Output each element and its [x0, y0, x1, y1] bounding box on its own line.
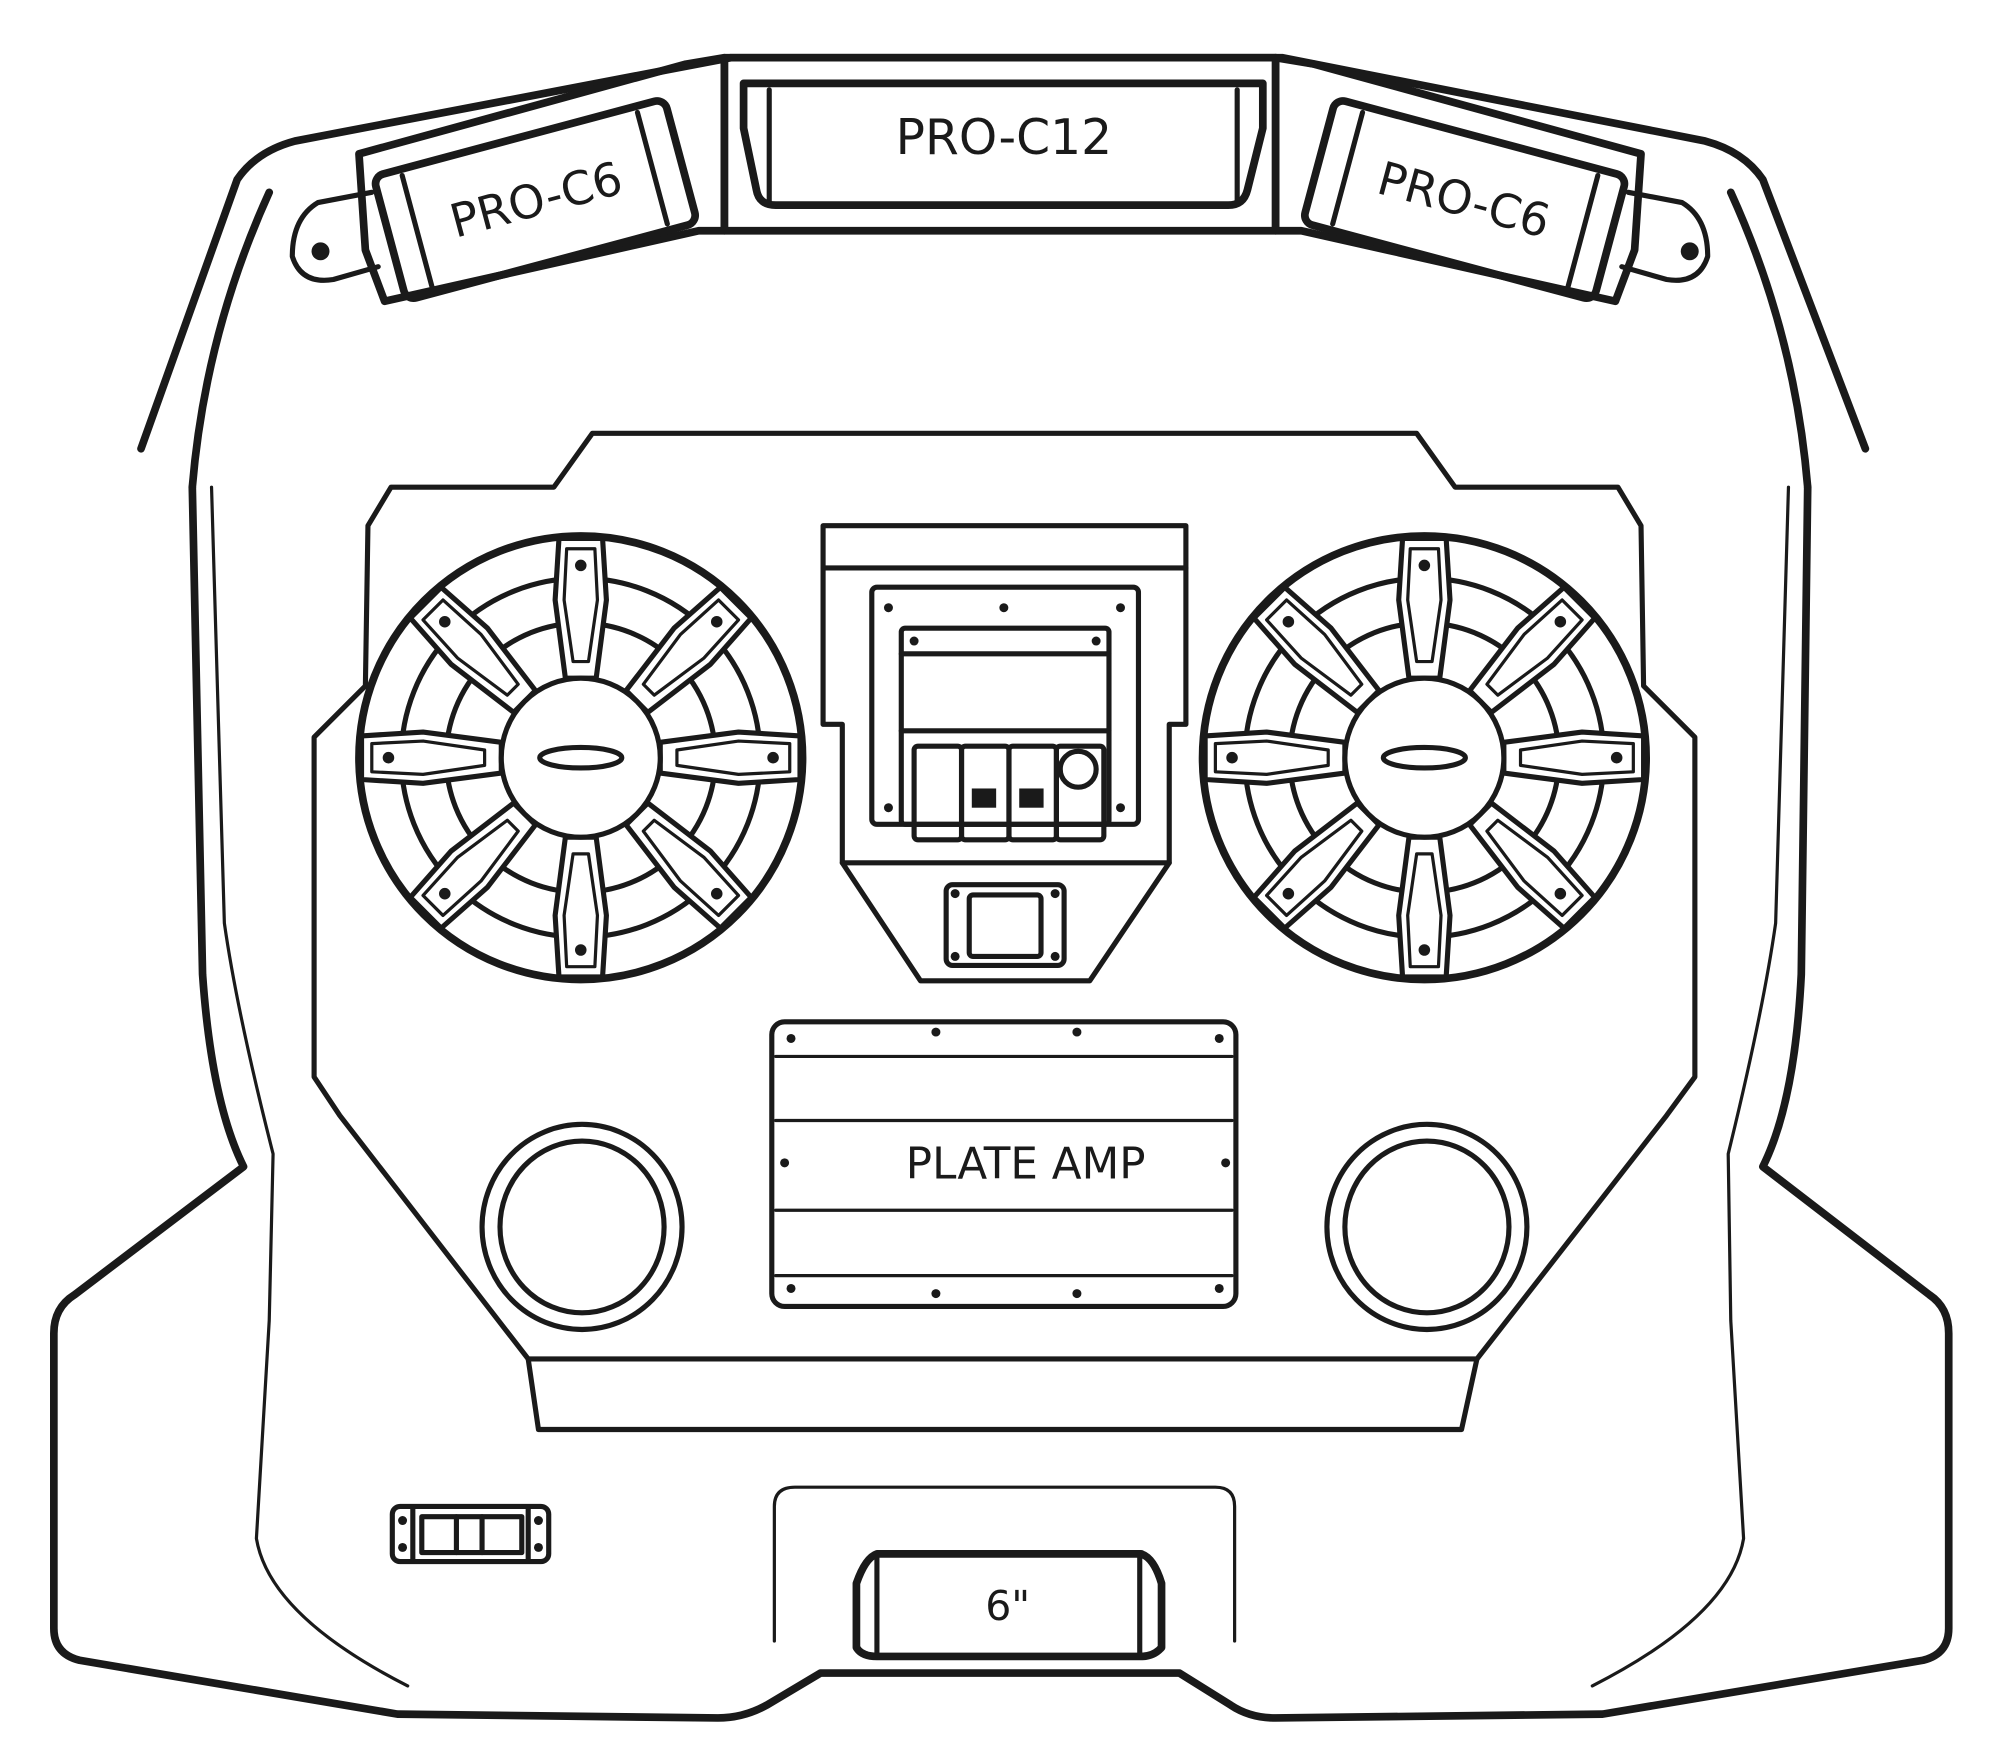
pro-c6-right-label: PRO-C6 [1372, 151, 1556, 249]
knob-icon [1057, 748, 1099, 790]
grille-spoke [552, 535, 609, 681]
right-speaker-grille [1198, 532, 1651, 984]
right-round-port [1324, 1121, 1530, 1333]
speaker-hub [1342, 675, 1507, 840]
speaker-hub [498, 675, 663, 840]
bottom-speaker-pod: 6" [772, 1485, 1237, 1661]
plate-amp-label: PLATE AMP [906, 1140, 1146, 1190]
grille-spoke [1467, 584, 1598, 715]
left-round-port [479, 1121, 685, 1333]
logo-badge [1380, 744, 1468, 771]
pro-c6-left-label: PRO-C6 [444, 151, 628, 249]
grille-spoke [1251, 800, 1382, 931]
outer-shell [50, 53, 1953, 1722]
grille-spoke [407, 584, 539, 715]
grille-spoke [623, 584, 754, 715]
plate-amp: PLATE AMP [769, 1019, 1239, 1309]
grille-spoke [623, 800, 754, 931]
grille-spoke [358, 729, 504, 786]
control-panel [820, 523, 1189, 984]
left-speaker-grille [355, 532, 807, 984]
pro-c12-label: PRO-C12 [896, 110, 1112, 166]
grille-spoke [1251, 584, 1382, 715]
grille-spoke [552, 834, 609, 980]
top-pods: PRO-C12 PRO-C6 PRO-C6 [289, 53, 1711, 306]
six-inch-label: 6" [985, 1582, 1030, 1630]
grille-spoke [1396, 834, 1453, 980]
grille-spoke [1202, 729, 1348, 786]
main-baffle [311, 430, 1698, 1433]
grille-spoke [1396, 535, 1453, 681]
grille-spoke [657, 729, 803, 786]
rocker-switch [389, 1503, 552, 1565]
logo-badge [537, 744, 625, 771]
switch-4 [1053, 743, 1107, 843]
grille-spoke [407, 800, 539, 931]
grille-spoke [1501, 729, 1647, 786]
grille-spoke [1467, 800, 1598, 931]
